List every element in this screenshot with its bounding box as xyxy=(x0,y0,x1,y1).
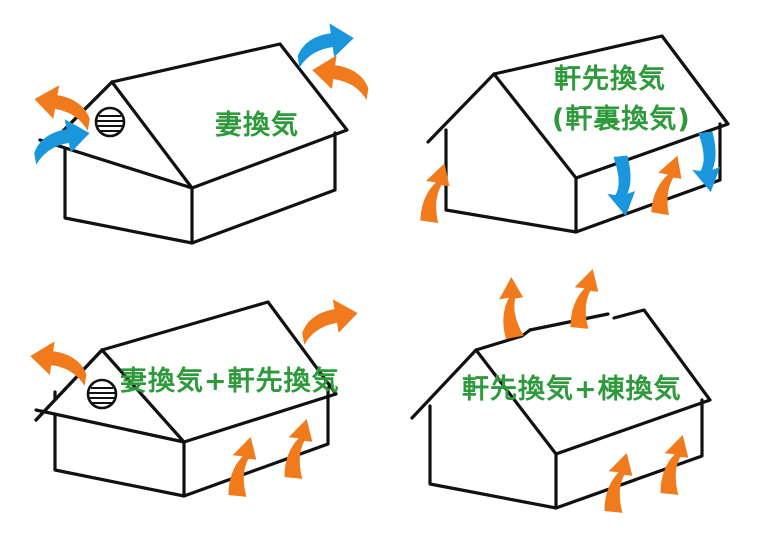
exhaust-arrow-icon xyxy=(297,295,362,345)
panel-label: 軒先換気+棟換気 xyxy=(462,373,682,405)
panel-gable-ventilation: 妻換気 xyxy=(29,20,373,245)
panel-label-line-2: (軒裏換気) xyxy=(552,103,691,135)
intake-arrow-icon xyxy=(293,20,357,68)
house-outline xyxy=(38,42,349,245)
exhaust-arrow-icon xyxy=(27,338,91,386)
gable-vent-louver-icon xyxy=(94,106,126,138)
exhaust-arrow-icon xyxy=(495,275,530,339)
panel-eaves-ridge-ventilation: 軒先換気+棟換気 xyxy=(410,267,712,514)
panel-gable-eaves-ventilation: 妻換気+軒先換気 xyxy=(27,295,362,498)
gable-vent-louver-icon xyxy=(86,378,118,410)
house-outline xyxy=(34,300,338,498)
panel-eaves-ventilation: 軒先換気 (軒裏換気) xyxy=(419,34,730,234)
exhaust-arrow-icon xyxy=(570,267,601,330)
panel-label: 妻換気+軒先換気 xyxy=(120,365,340,397)
panel-label-line-1: 軒先換気 xyxy=(554,63,666,95)
exhaust-arrow-icon xyxy=(30,81,95,131)
panel-label: 妻換気 xyxy=(215,109,299,141)
house-outline xyxy=(410,308,712,510)
